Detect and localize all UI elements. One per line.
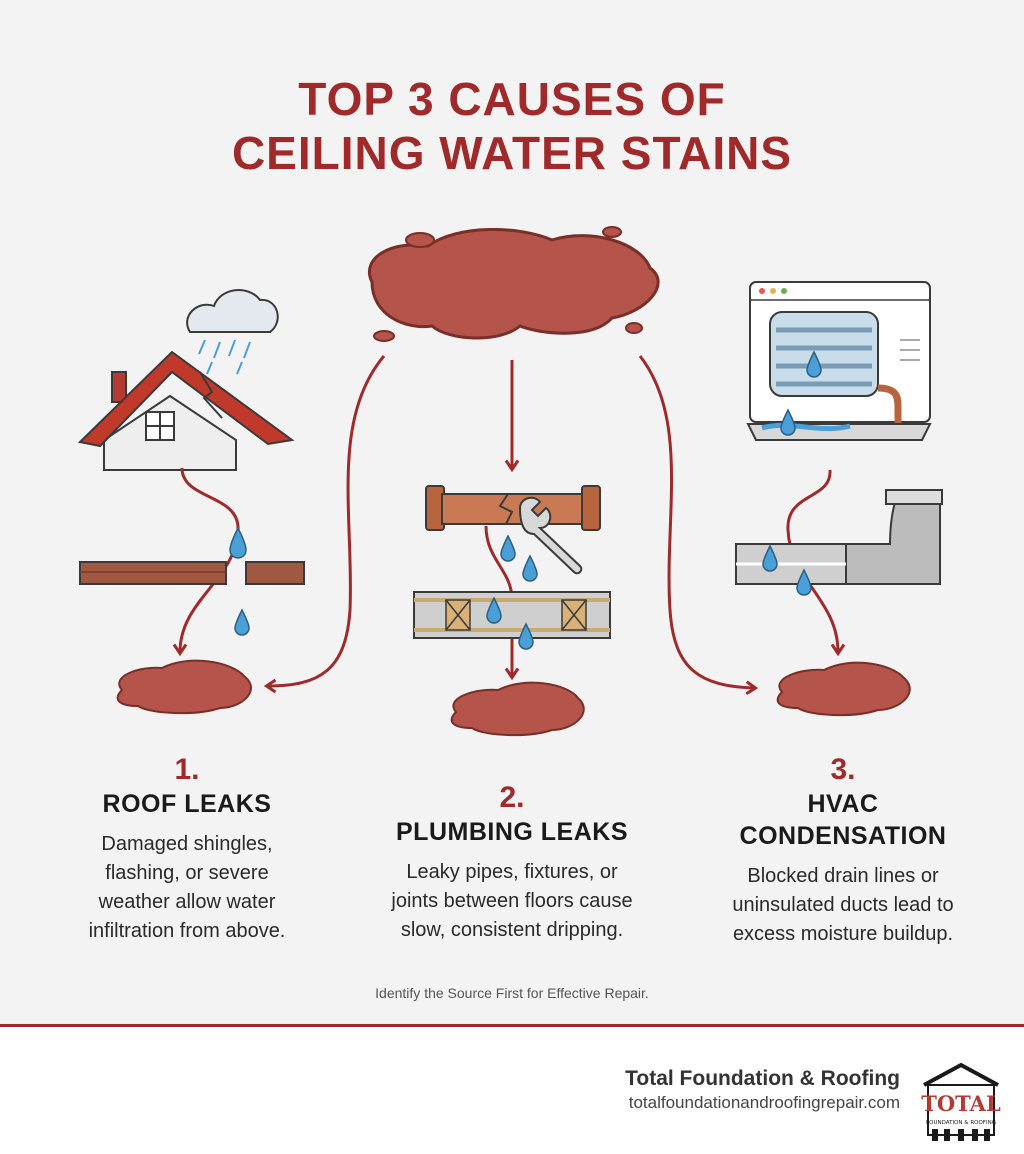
footer-divider [0, 1024, 1024, 1027]
water-drop-icon [762, 544, 778, 572]
water-drop-icon [486, 596, 502, 624]
cause-description: Damaged shingles, flashing, or severe we… [62, 830, 312, 946]
cause-title-line: PLUMBING LEAKS [396, 818, 628, 846]
cause-hvac-condensation: 3. HVAC CONDENSATION Blocked drain lines… [708, 752, 978, 949]
stain-icon [450, 681, 585, 737]
title-line-2: CEILING WATER STAINS [231, 127, 793, 179]
hvac-drip-path [786, 469, 846, 657]
desc-line: uninsulated ducts lead to [732, 894, 954, 916]
desc-line: weather allow water [98, 891, 276, 913]
water-drop-icon [796, 568, 812, 596]
website-link[interactable]: totalfoundationandroofingrepair.com [628, 1093, 900, 1112]
desc-line: joints between floors cause [391, 890, 633, 912]
cause-title-line: ROOF LEAKS [102, 790, 272, 818]
cause-number: 2. [499, 781, 525, 814]
cracked-pipe-icon [425, 485, 601, 531]
cause-number: 3. [830, 753, 856, 786]
cause-description: Blocked drain lines or uninsulated ducts… [708, 862, 978, 949]
stain-icon [116, 659, 252, 715]
cause-number: 1. [174, 753, 200, 786]
cause-description: Leaky pipes, fixtures, or joints between… [362, 858, 662, 945]
water-drop-icon [234, 608, 250, 636]
hvac-unit-icon [746, 281, 932, 441]
desc-line: flashing, or severe [105, 862, 269, 884]
footer: Total Foundation & Roofing totalfoundati… [0, 1027, 1024, 1154]
desc-line: excess moisture buildup. [732, 923, 954, 945]
flow-arrow-left [263, 355, 386, 694]
roof-drip-path [172, 467, 240, 657]
diagram-illustration [77, 226, 943, 737]
damaged-roof-house-icon [77, 350, 295, 471]
water-drop-icon [780, 408, 796, 436]
cause-roof-leaks: 1. ROOF LEAKS Damaged shingles, flashing… [62, 752, 312, 946]
desc-line: slow, consistent dripping. [400, 919, 624, 941]
water-drop-icon [522, 554, 538, 582]
page-title: TOP 3 CAUSES OF CEILING WATER STAINS [0, 72, 1024, 180]
brand-name: Total Foundation & Roofing [625, 1067, 900, 1090]
cause-title: PLUMBING LEAKS [362, 816, 662, 848]
water-drop-icon [806, 350, 822, 378]
rain-cloud-icon [186, 288, 279, 375]
tagline: Identify the Source First for Effective … [375, 985, 649, 1001]
logo-subtext: FOUNDATION & ROOFING [926, 1120, 996, 1126]
title-line-1: TOP 3 CAUSES OF [298, 73, 726, 125]
cracked-ceiling-board-icon [79, 561, 305, 585]
wrench-icon [518, 496, 583, 575]
stain-icon [776, 661, 911, 717]
water-drop-icon [518, 622, 534, 650]
cause-title-line: HVAC [807, 790, 879, 818]
brand-block: Total Foundation & Roofing totalfoundati… [625, 1067, 900, 1113]
cause-title: ROOF LEAKS [62, 788, 312, 820]
desc-line: Blocked drain lines or [747, 865, 939, 887]
floor-joist-icon [413, 591, 611, 639]
central-stain-icon [368, 226, 660, 342]
desc-line: Leaky pipes, fixtures, or [406, 861, 618, 883]
company-logo: TOTAL FOUNDATION & ROOFING [921, 1062, 1001, 1141]
water-drop-icon [500, 534, 516, 562]
logo-text: TOTAL [921, 1091, 1001, 1116]
cause-title-line: CONDENSATION [739, 822, 947, 850]
desc-line: Damaged shingles, [101, 833, 273, 855]
water-drop-icon [229, 526, 247, 559]
cause-title: HVAC CONDENSATION [708, 788, 978, 852]
flow-arrow-right [638, 355, 759, 695]
duct-icon [735, 489, 943, 585]
desc-line: infiltration from above. [88, 920, 286, 942]
cause-plumbing-leaks: 2. PLUMBING LEAKS Leaky pipes, fixtures,… [362, 780, 662, 945]
